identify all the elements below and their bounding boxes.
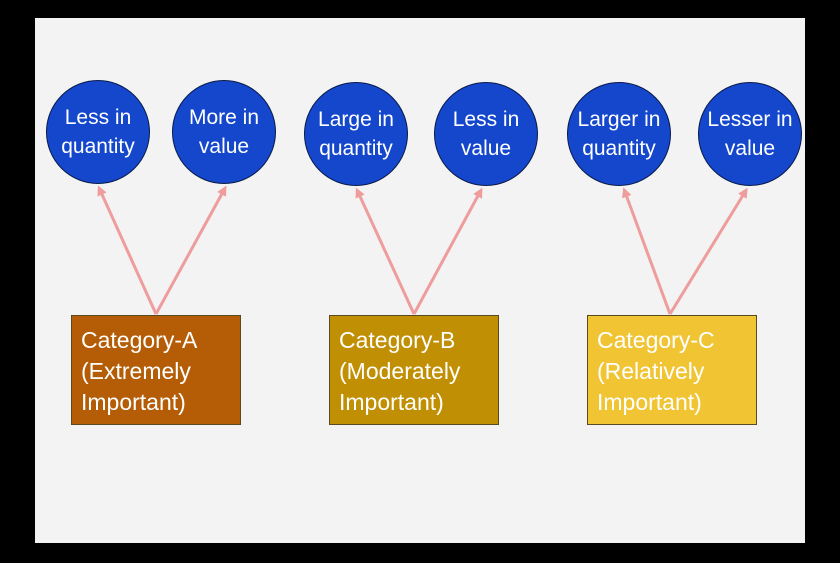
category-a-box: Category-A (Extremely Important) — [71, 315, 241, 425]
circle-c-quantity: Larger in quantity — [567, 82, 671, 186]
circle-a-quantity: Less in quantity — [46, 80, 150, 184]
arrow-c-right — [668, 187, 748, 315]
arrow-a-left — [97, 185, 158, 315]
category-c-box: Category-C (Relatively Important) — [587, 315, 757, 425]
arrow-a-right — [154, 185, 227, 315]
circle-c-value: Lesser in value — [698, 82, 802, 186]
circle-a-value: More in value — [172, 80, 276, 184]
diagram-canvas — [35, 18, 805, 543]
arrow-b-left — [355, 187, 416, 315]
circle-b-quantity: Large in quantity — [304, 82, 408, 186]
category-b-box: Category-B (Moderately Important) — [329, 315, 499, 425]
arrow-c-left — [622, 187, 672, 315]
arrow-b-right — [412, 187, 483, 315]
circle-b-value: Less in value — [434, 82, 538, 186]
